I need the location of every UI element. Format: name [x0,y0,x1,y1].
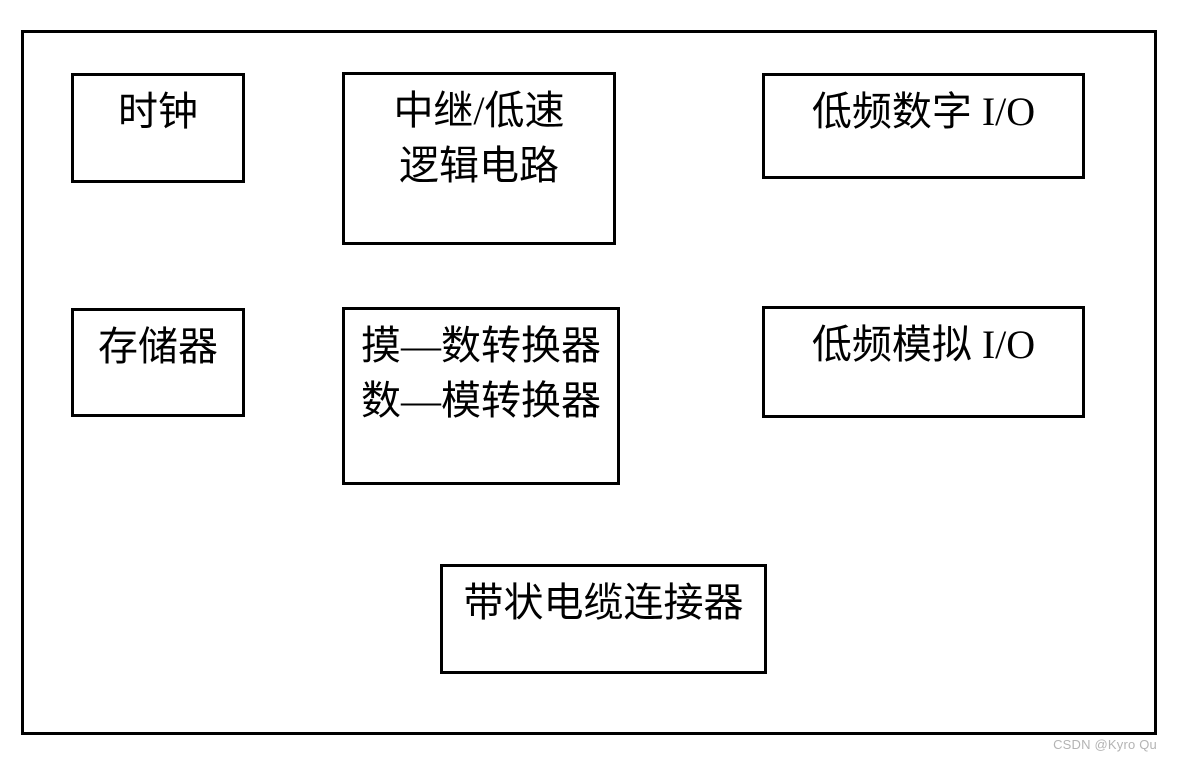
block-ad-da-converter: 摸—数转换器 数—模转换器 [342,307,620,485]
block-memory: 存储器 [71,308,245,417]
block-relay-low-speed-logic-label-line2: 逻辑电路 [399,143,559,188]
block-low-freq-digital-io: 低频数字 I/O [762,73,1085,179]
block-ad-da-converter-label-line1: 摸—数转换器 [361,323,601,368]
block-low-freq-analog-io: 低频模拟 I/O [762,306,1085,418]
block-relay-low-speed-logic-label-line1: 中继/低速 [393,88,565,133]
block-clock: 时钟 [71,73,245,183]
csdn-watermark: CSDN @Kyro Qu [1053,737,1157,752]
block-low-freq-analog-io-label: 低频模拟 I/O [811,322,1036,367]
block-ribbon-cable-connector-label: 带状电缆连接器 [463,580,744,625]
block-relay-low-speed-logic: 中继/低速 逻辑电路 [342,72,616,245]
block-ad-da-converter-label-line2: 数—模转换器 [361,378,601,423]
block-memory-label: 存储器 [98,324,218,369]
block-low-freq-digital-io-label: 低频数字 I/O [811,89,1036,134]
block-clock-label: 时钟 [118,89,198,134]
block-ribbon-cable-connector: 带状电缆连接器 [440,564,767,674]
